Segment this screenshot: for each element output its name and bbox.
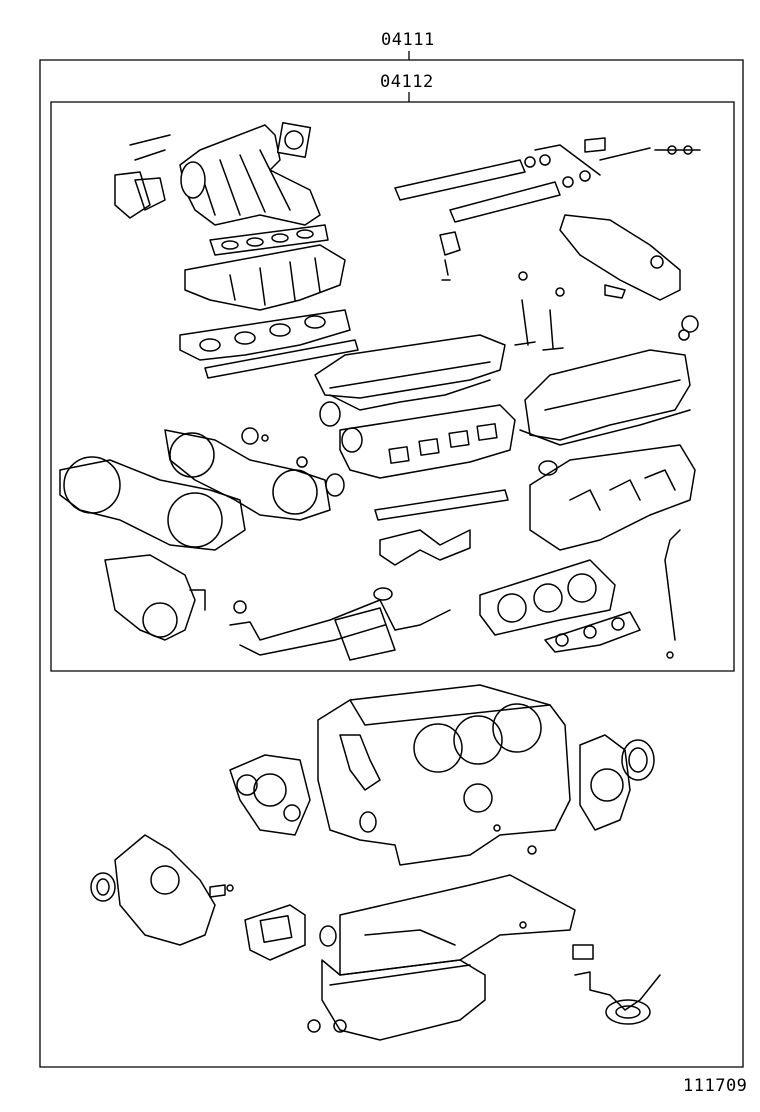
outer-kit-box: [40, 60, 743, 1067]
oil-strainer-housing: [245, 905, 305, 960]
intake-plenum: [180, 245, 358, 378]
head-gaskets: [375, 490, 640, 652]
rear-oil-seal-retainer: [580, 735, 654, 830]
drain-plug-washers: [308, 1020, 346, 1032]
intake-manifold: [115, 123, 328, 255]
outer-kit-label: 04111: [381, 30, 435, 50]
timing-belt-covers: [60, 428, 344, 550]
oil-pan: [320, 875, 575, 1040]
left-valve-cover: [315, 335, 505, 426]
cylinder-block: [318, 685, 570, 865]
right-valve-cover: [520, 350, 690, 445]
inner-kit-label: 04112: [380, 72, 434, 92]
water-pump: [105, 555, 205, 640]
inner-kit-box: [51, 102, 734, 671]
kit-boundaries: [40, 51, 743, 1067]
right-cylinder-head: [530, 445, 695, 550]
illustration-code: 111709: [683, 1076, 748, 1096]
fuel-rails: [395, 138, 700, 280]
valves: [515, 272, 698, 350]
oil-pickup: [573, 945, 660, 1024]
oil-dipstick: [665, 530, 680, 658]
oil-pump: [230, 755, 310, 835]
exhaust-pipe: [230, 588, 450, 660]
front-cover: [91, 835, 233, 945]
right-head-cover: [560, 215, 680, 300]
left-cylinder-head: [340, 405, 515, 478]
